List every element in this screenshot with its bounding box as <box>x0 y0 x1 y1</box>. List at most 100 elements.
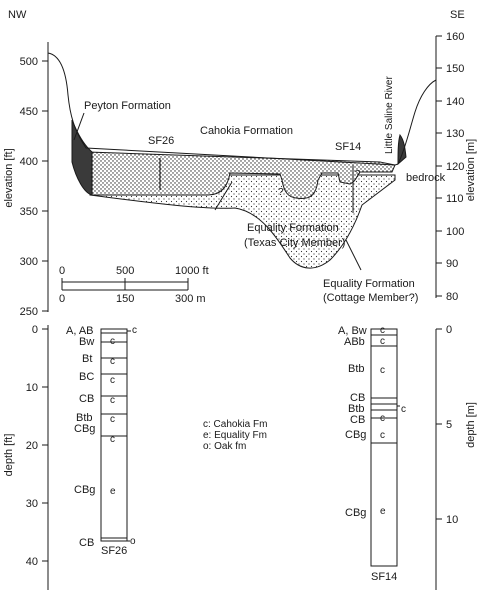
sf26-section-label: SF26 <box>148 135 174 147</box>
equality-cm-label-1: Equality Formation <box>323 278 415 290</box>
equality-tc-label-2: (Texas City Member) <box>244 237 345 249</box>
sf26-code-top: c <box>132 325 137 336</box>
equality-cm-leader <box>345 239 362 271</box>
sf26-code-1: c <box>110 336 115 347</box>
sf14-horizon-cb-upper: CB <box>350 392 365 404</box>
river-label: Little Saline River <box>384 76 395 154</box>
scale-bar: 0 500 1000 ft 0 150 300 m <box>59 265 209 305</box>
sf26-horizon-btb: Btb <box>76 412 93 424</box>
scale-m-300: 300 m <box>175 293 206 305</box>
equality-tc-label-1: Equality Formation <box>247 222 339 234</box>
elev-m-tick-160: 160 <box>446 31 464 43</box>
sf14-code-e: e <box>380 506 386 517</box>
right-depth-ticks: 0 5 10 <box>436 324 458 526</box>
elev-ft-tick-300: 300 <box>20 256 38 268</box>
sf14-horizon-btb-lower: Btb <box>348 403 365 415</box>
sf14-code-4: c <box>380 413 385 424</box>
equality-cm-label-2: (Cottage Member?) <box>323 292 418 304</box>
sf26-code-o: o <box>130 536 136 547</box>
right-elevation-axis-label: elevation [m] <box>465 139 477 201</box>
sf26-code-3: c <box>110 375 115 386</box>
sf14-horizon-btb: Btb <box>348 363 365 375</box>
scale-m-150: 150 <box>116 293 134 305</box>
sf26-horizon-bw: Bw <box>79 336 94 348</box>
right-elevation-ticks: 160 150 140 130 120 110 100 90 80 <box>436 31 464 303</box>
sf26-log: A, AB Bw Bt BC CB Btb CBg CBg CB c c c c… <box>66 325 137 557</box>
question-mark-2: ? <box>355 169 361 180</box>
sf26-code-6: c <box>110 434 115 445</box>
peyton-leader <box>73 112 85 141</box>
elev-ft-tick-400: 400 <box>20 156 38 168</box>
sf14-horizon-cb-lower: CB <box>350 414 365 426</box>
elev-m-tick-110: 110 <box>446 193 464 205</box>
bedrock-label: bedrock <box>406 172 446 184</box>
valley-right-wall <box>394 79 437 166</box>
legend-cahokia: c: Cahokia Fm <box>203 419 267 430</box>
depth-m-tick-0: 0 <box>446 324 452 336</box>
sf14-log: A, Bw ABb Btb CB Btb CB CBg CBg c c c c … <box>338 325 406 583</box>
sf26-code-e: e <box>110 486 116 497</box>
sf14-horizon-a-bw: A, Bw <box>338 325 367 337</box>
depth-m-tick-5: 5 <box>446 419 452 431</box>
compass-nw: NW <box>8 9 27 21</box>
sf26-log-name: SF26 <box>101 545 127 557</box>
depth-m-tick-10: 10 <box>446 514 458 526</box>
sf26-log-column <box>100 328 128 542</box>
cahokia-label: Cahokia Formation <box>200 125 293 137</box>
left-depth-axis-label: depth [ft] <box>3 434 15 477</box>
elev-ft-tick-250: 250 <box>20 306 38 318</box>
scale-ft-1000: 1000 ft <box>175 265 209 277</box>
sf14-code-side: c <box>401 404 406 415</box>
sf26-horizon-cbg-lower: CBg <box>74 484 95 496</box>
sf26-horizon-cb-base: CB <box>79 537 94 549</box>
sf26-code-2: c <box>110 356 115 367</box>
left-elevation-axis-label: elevation [ft] <box>3 148 15 207</box>
elev-m-tick-90: 90 <box>446 258 458 270</box>
question-mark-1: ? <box>278 187 284 198</box>
sf14-code-2: c <box>380 336 385 347</box>
legend-oak: o: Oak fm <box>203 441 246 452</box>
sf14-code-5: c <box>380 430 385 441</box>
legend-equality: e: Equality Fm <box>203 430 267 441</box>
elev-m-tick-130: 130 <box>446 128 464 140</box>
cahokia-formation-band <box>87 151 396 199</box>
left-elevation-ticks: 500 450 400 350 300 250 <box>20 56 48 318</box>
peyton-label: Peyton Formation <box>84 100 171 112</box>
sf26-horizon-bt: Bt <box>82 353 92 365</box>
sf26-horizon-bc: BC <box>79 371 94 383</box>
bedrock-wedge <box>397 133 407 166</box>
sf14-horizon-cbg-upper: CBg <box>345 429 366 441</box>
cross-section-panel: NW SE 500 450 400 350 300 250 elevation … <box>3 9 477 318</box>
scale-ft-500: 500 <box>116 265 134 277</box>
sf26-code-4: c <box>110 395 115 406</box>
right-depth-axis-label: depth [m] <box>465 402 477 448</box>
scale-ft-0: 0 <box>59 265 65 277</box>
borehole-logs-panel: 0 10 20 30 40 depth [ft] 0 5 10 depth [m… <box>3 324 477 590</box>
legend: c: Cahokia Fm e: Equality Fm o: Oak fm <box>203 419 267 452</box>
sf14-code-3: c <box>380 365 385 376</box>
left-depth-ticks: 0 10 20 30 40 <box>26 324 48 568</box>
sf14-log-name: SF14 <box>371 571 397 583</box>
equality-tc-leader <box>214 181 233 211</box>
sf14-horizon-cbg-lower: CBg <box>345 507 366 519</box>
elev-ft-tick-450: 450 <box>20 106 38 118</box>
depth-ft-tick-10: 10 <box>26 382 38 394</box>
depth-ft-tick-20: 20 <box>26 440 38 452</box>
elev-m-tick-100: 100 <box>446 226 464 238</box>
sf26-horizon-cbg-upper: CBg <box>74 423 95 435</box>
valley-left-wall <box>47 52 396 166</box>
elev-m-tick-140: 140 <box>446 96 464 108</box>
compass-se: SE <box>450 9 465 21</box>
peyton-formation <box>71 119 93 196</box>
elev-ft-tick-500: 500 <box>20 56 38 68</box>
elev-m-tick-120: 120 <box>446 161 464 173</box>
sf14-horizon-abb: ABb <box>344 336 365 348</box>
scale-m-0: 0 <box>59 293 65 305</box>
elev-ft-tick-350: 350 <box>20 206 38 218</box>
sf14-code-1: c <box>380 325 385 336</box>
elev-m-tick-150: 150 <box>446 63 464 75</box>
sf14-section-label: SF14 <box>335 141 361 153</box>
depth-ft-tick-30: 30 <box>26 498 38 510</box>
elev-m-tick-80: 80 <box>446 291 458 303</box>
